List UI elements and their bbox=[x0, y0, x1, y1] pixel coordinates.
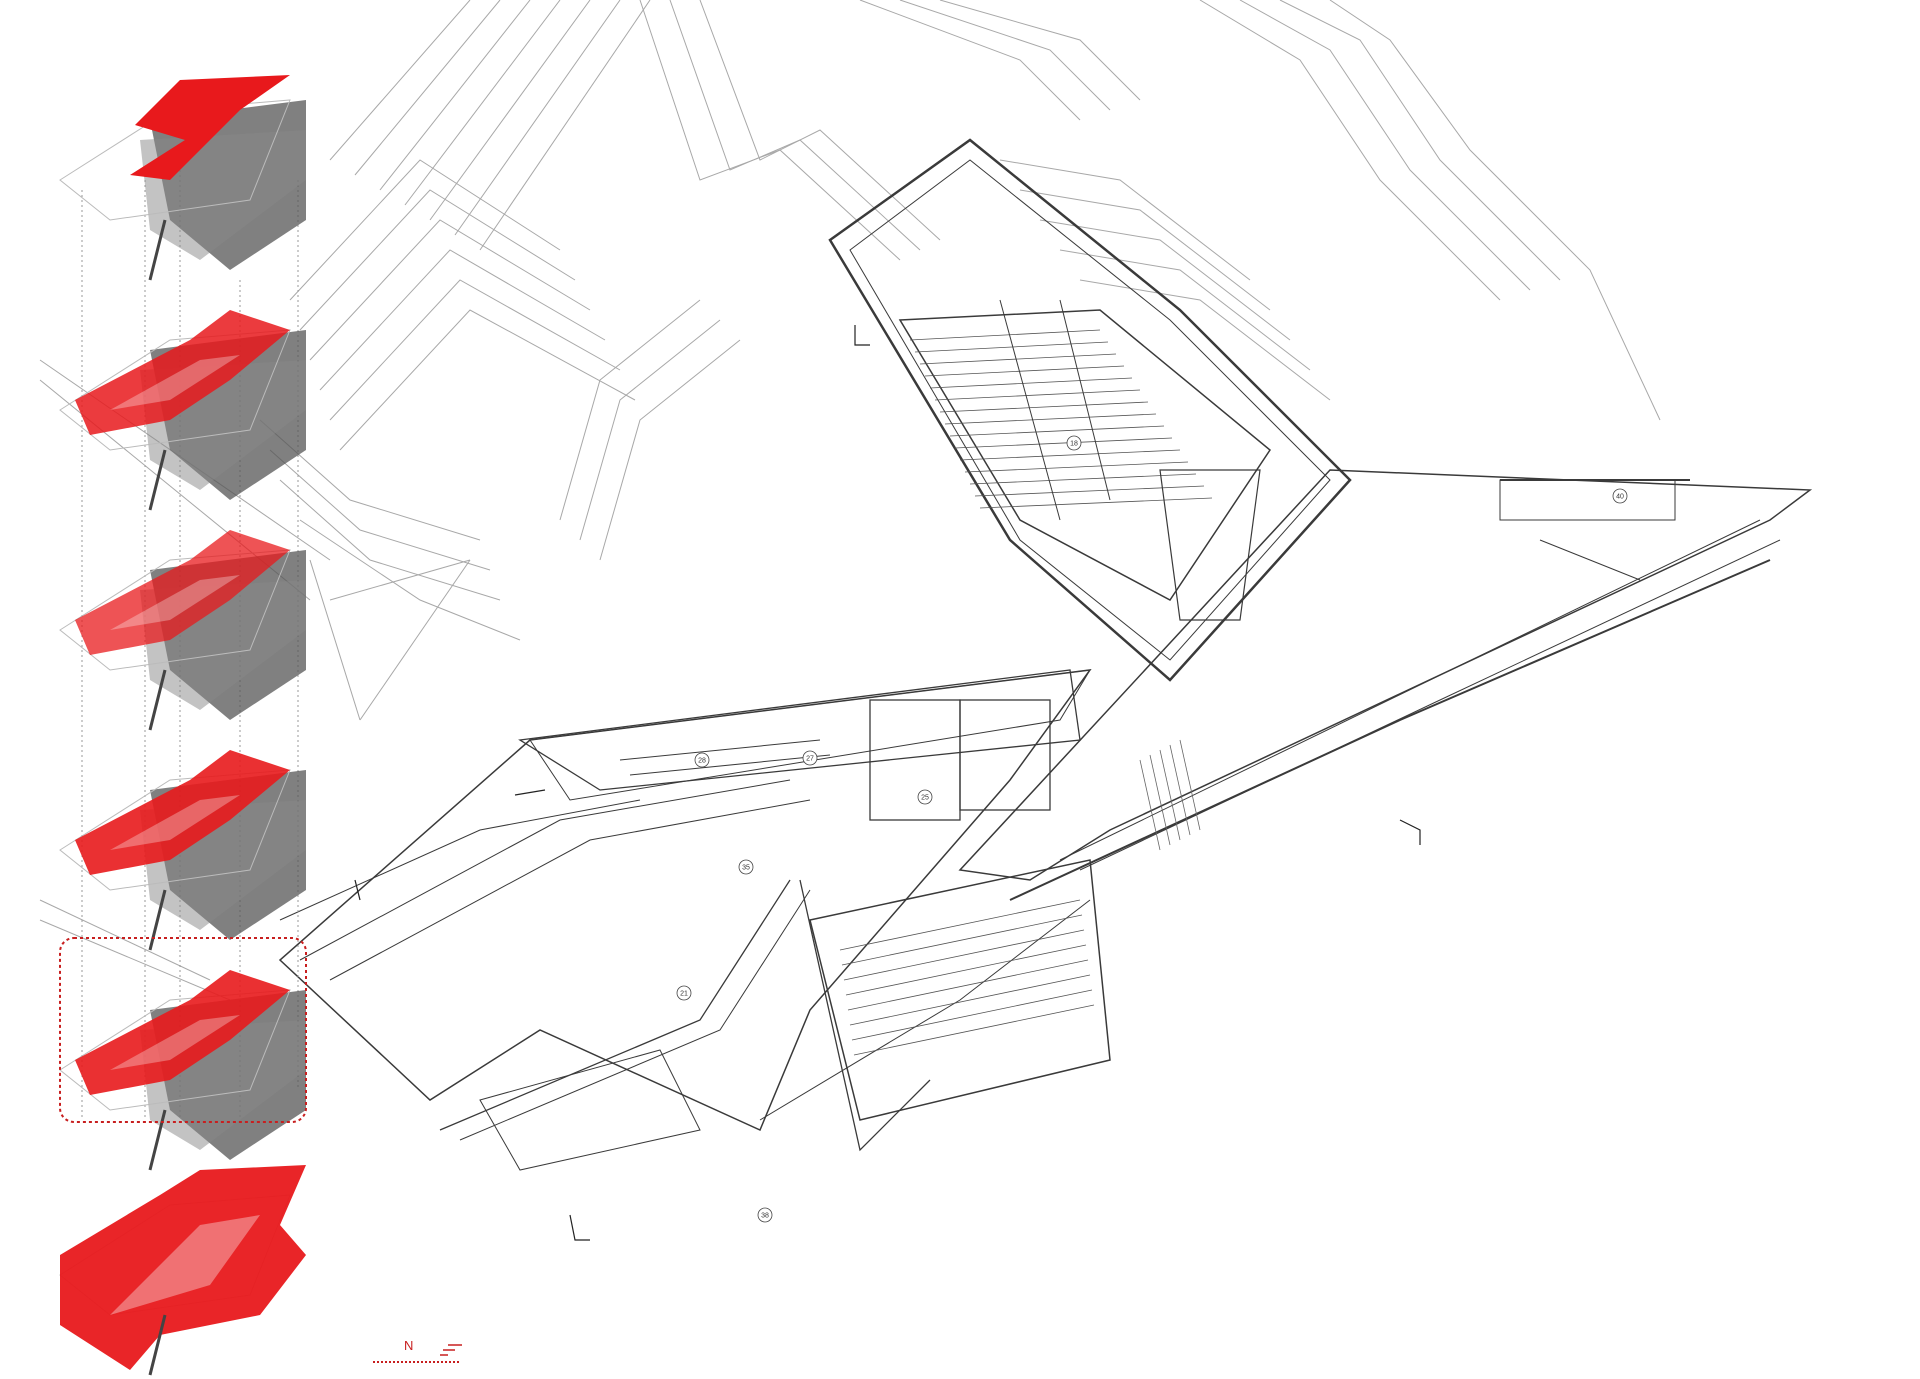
east-blade-wing bbox=[958, 469, 1813, 901]
room-number-tag: 35 bbox=[738, 859, 754, 875]
room-number: 40 bbox=[1616, 493, 1624, 500]
phase-diagram-2 bbox=[59, 310, 306, 511]
section-marks bbox=[354, 325, 1421, 1241]
room-number-tag: 27 bbox=[802, 750, 818, 766]
central-nave bbox=[278, 669, 1092, 1171]
seating-rows bbox=[909, 329, 1213, 509]
room-number-tag: 40 bbox=[1612, 488, 1628, 504]
phase-diagram-4 bbox=[59, 750, 306, 951]
north-auditorium-wing bbox=[828, 138, 1352, 682]
room-number-tags: 18 40 28 27 25 35 21 38 bbox=[676, 435, 1628, 1223]
room-number: 27 bbox=[806, 755, 814, 762]
phasing-strip bbox=[59, 75, 307, 1376]
room-number: 35 bbox=[742, 864, 750, 871]
west-gallery-wing bbox=[518, 669, 1081, 821]
current-phase-highlight bbox=[59, 937, 307, 1123]
room-number-tag: 28 bbox=[694, 752, 710, 768]
room-number: 38 bbox=[761, 1212, 769, 1219]
building-plan bbox=[278, 138, 1813, 1241]
phase-diagram-1 bbox=[59, 75, 306, 281]
room-number: 21 bbox=[680, 990, 688, 997]
south-seating-rows bbox=[839, 899, 1095, 1056]
north-label: N bbox=[404, 1338, 413, 1353]
phase-diagram-5 bbox=[59, 970, 306, 1171]
room-number-tag: 38 bbox=[757, 1207, 773, 1223]
phase-diagram-3 bbox=[59, 530, 306, 731]
room-number-tag: 18 bbox=[1066, 435, 1082, 451]
scale-ticks bbox=[440, 1344, 462, 1356]
room-number-tag: 25 bbox=[917, 789, 933, 805]
phase-diagram-6 bbox=[59, 1165, 306, 1376]
wall-hatching bbox=[1139, 739, 1201, 851]
room-number: 25 bbox=[921, 794, 929, 801]
room-number: 28 bbox=[698, 757, 706, 764]
room-number-tag: 21 bbox=[676, 985, 692, 1001]
north-arrow-scale: N bbox=[373, 1338, 462, 1363]
site-contour-lines bbox=[39, 0, 1661, 1001]
phase-blocks bbox=[59, 75, 306, 1376]
room-number: 18 bbox=[1070, 440, 1078, 447]
south-auditorium bbox=[809, 859, 1111, 1121]
